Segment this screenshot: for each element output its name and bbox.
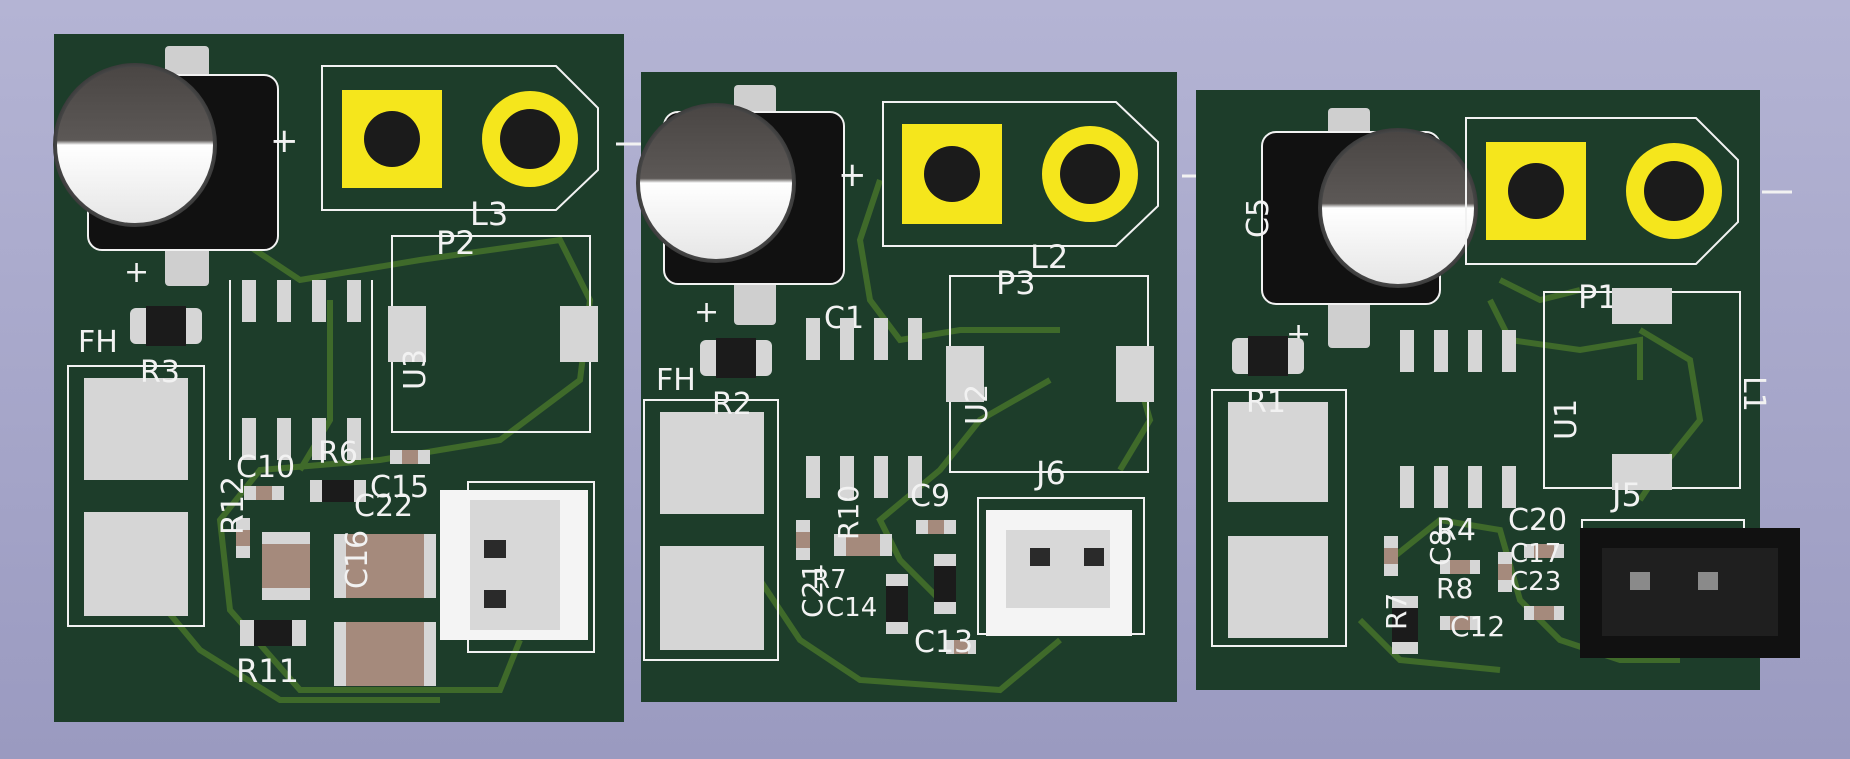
electrolytic-capacitor[interactable] [636,85,845,325]
copper-traces [147,236,594,703]
smd-resistor[interactable] [700,338,772,378]
inductor-footprint[interactable] [388,235,598,433]
label-r-d: R11 [236,652,299,690]
smd-small-parts[interactable] [236,450,436,686]
electrolytic-capacitor[interactable] [53,46,279,286]
label-misc-b: C14 [826,593,877,623]
label-p: P3 [996,264,1036,302]
pcb-board-left[interactable]: + + L3 P2 U3 [53,34,650,722]
inductor-footprint[interactable] [946,275,1154,473]
jst-connector[interactable] [1580,519,1800,658]
cap-plus-mark: + [270,121,299,161]
fuse-holder[interactable] [643,399,779,661]
label-c-a: C9 [910,479,950,514]
label-c-a: C10 [236,450,295,485]
label-j: J6 [1034,454,1066,492]
label-l: L1 [1736,376,1771,412]
label-c-a: C20 [1508,503,1567,538]
label-u: U3 [398,349,433,390]
label-c-c: C13 [914,625,973,660]
fuse-holder[interactable] [67,365,205,627]
label-c-e: C23 [1510,567,1561,597]
label-c-b: C15 [370,470,429,505]
label-fh: FH [78,325,118,360]
label-j: J5 [1610,476,1642,514]
label-fh: FH [656,363,696,398]
label-c-d: C16 [340,530,375,589]
pcb-board-middle[interactable]: + + C1 L2 P3 U2 FH [636,72,1210,702]
smd-resistor[interactable] [130,306,202,346]
label-r-b: R6 [318,436,358,471]
smd-resistor[interactable] [1232,336,1304,376]
label-r-c: R8 [1436,572,1473,605]
terminal-header[interactable] [321,65,599,211]
label-r-a: R3 [140,355,180,390]
terminal-header[interactable] [882,101,1159,247]
label-c-top: C5 [1241,198,1276,238]
label-c-d: C17 [1510,539,1561,569]
label-c-c: C22 [354,489,413,524]
label-c-b: C8 [1424,529,1457,566]
fuse-holder[interactable] [1211,389,1347,647]
inductor-footprint[interactable] [1543,288,1741,490]
cap-plus-mark: + [838,155,867,195]
label-r-b: R4 [1436,513,1476,548]
label-u: U2 [960,384,995,425]
label-u: U1 [1549,399,1584,440]
label-r-c: R12 [216,476,251,535]
label-r-b: R10 [832,485,865,540]
label-p: P1 [1578,278,1618,316]
label-c-c: C12 [1450,610,1505,643]
cap-plus-mark-2: + [124,255,149,290]
ic-soic[interactable] [806,318,922,498]
ic-soic[interactable] [229,280,373,460]
label-c-b: C21 [796,563,829,618]
jst-connector[interactable] [440,481,595,653]
label-l: L2 [1030,238,1068,276]
terminal-header[interactable] [1465,117,1739,265]
copper-traces [1357,277,1704,673]
label-misc-a: R7 [812,565,847,595]
electrolytic-capacitor[interactable] [1261,108,1478,348]
pcb-board-right[interactable]: + C5 P1 L1 U1 R1 [1196,90,1800,690]
ic-soic[interactable] [1400,330,1516,508]
label-r-d: R7 [1380,593,1413,630]
label-p: P2 [436,224,476,262]
smd-small-parts[interactable] [1384,536,1564,654]
cap-plus-mark-2: + [694,295,719,330]
label-r-a: R2 [712,387,752,422]
label-r-a: R1 [1246,385,1286,420]
label-l: L3 [470,195,508,233]
smd-small-parts[interactable] [796,520,976,654]
jst-connector[interactable] [977,497,1145,636]
